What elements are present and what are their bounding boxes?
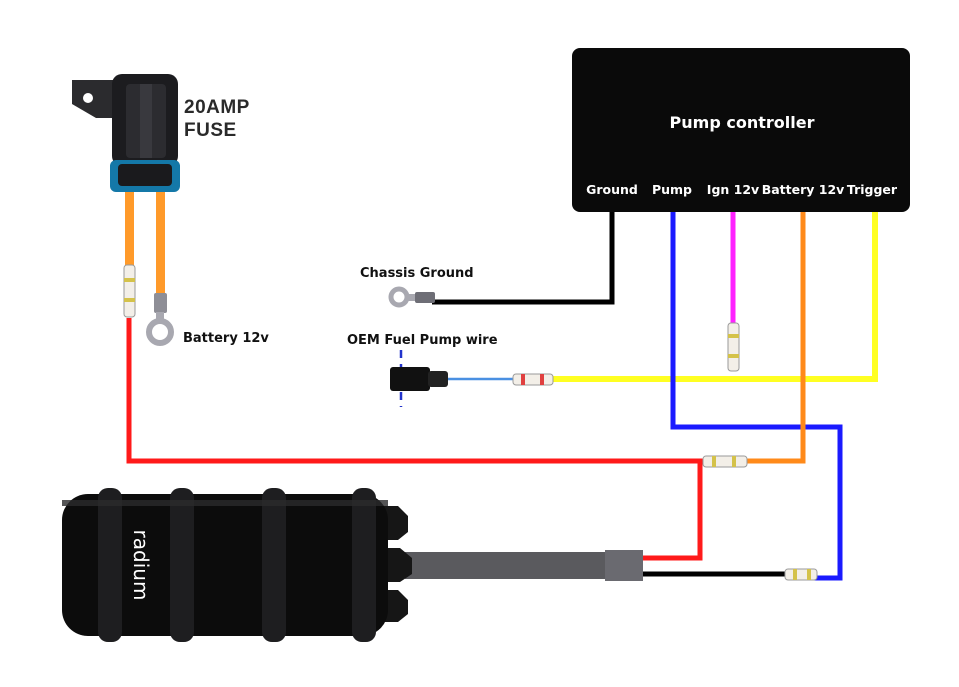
- ground-wire: [432, 205, 615, 305]
- oem-fuel-pump-connector: [390, 350, 448, 407]
- trigger-wire: [550, 205, 878, 382]
- fuse-label-line1: 20AMP: [184, 97, 250, 118]
- chassis-ground-label: Chassis Ground: [360, 266, 474, 281]
- terminal-label-ground: Ground: [586, 182, 638, 197]
- battery-ring-terminal: [146, 293, 174, 346]
- battery-label: Battery 12v: [183, 331, 269, 346]
- terminal-label-pump: Pump: [652, 182, 692, 197]
- splice-connector-fuse: [123, 264, 136, 318]
- fuse-lead-right: [156, 190, 165, 296]
- chassis-ground-ring-terminal: [388, 286, 435, 308]
- pump-brand-logo: radium: [129, 530, 153, 601]
- splice-connector-trigger: [512, 373, 554, 386]
- splice-connector-pump: [784, 568, 818, 581]
- fuse-label-line2: FUSE: [184, 120, 237, 141]
- fuel-pump: [62, 488, 643, 642]
- terminal-label-ign: Ign 12v: [707, 182, 759, 197]
- pump-controller: [572, 48, 910, 212]
- terminal-label-battery: Battery 12v: [762, 182, 845, 197]
- fuse-holder: [72, 74, 180, 192]
- pump-wire: [670, 205, 843, 581]
- fuse-lead-left: [125, 190, 134, 266]
- oem-fuel-pump-label: OEM Fuel Pump wire: [347, 333, 498, 348]
- controller-title: Pump controller: [670, 113, 815, 132]
- terminal-label-trigger: Trigger: [847, 182, 898, 197]
- splice-connector-power: [702, 455, 748, 468]
- power-wire: [126, 318, 703, 561]
- splice-connector-ign: [727, 322, 740, 372]
- battery-wire: [745, 205, 806, 464]
